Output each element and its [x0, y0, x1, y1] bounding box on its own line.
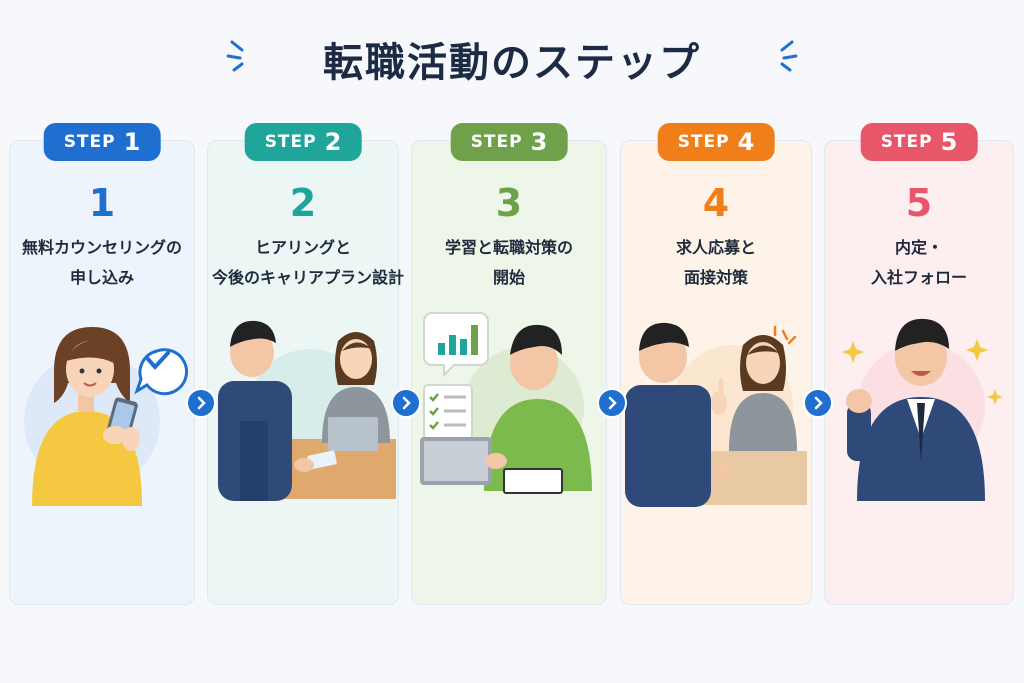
step-badge-label: STEP: [677, 132, 730, 152]
step-badge-5: STEP 5: [860, 123, 978, 161]
step-description-line2: 入社フォロー: [870, 268, 967, 287]
step-description-line1: 内定・: [894, 238, 943, 257]
chevron-right-icon: [608, 396, 617, 410]
step-badge-1: STEP 1: [43, 123, 161, 161]
step-number: 5: [905, 181, 933, 225]
chevron-right-icon: [814, 396, 823, 410]
step-card-1: STEP 1 1 無料カウンセリングの 申し込み: [9, 123, 195, 605]
step-card-2: STEP 2 2 ヒアリングと 今後のキャリアプラン設計: [207, 123, 405, 605]
connector-arrow-3: [597, 388, 627, 418]
sparkle-icon: [966, 339, 988, 361]
step-description-line2: 面接対策: [683, 268, 748, 287]
connector-arrow-1: [186, 388, 216, 418]
interview-practice-illustration: [625, 322, 807, 507]
checklist-icon: [423, 384, 473, 440]
accent-lines-left-icon: [226, 40, 244, 72]
chevron-right-icon: [402, 396, 411, 410]
accent-lines-right-icon: [780, 40, 798, 72]
step-badge-number: 2: [324, 128, 342, 156]
celebrating-businessman-illustration: [842, 318, 1003, 501]
step-card-3: STEP 3 3 学習と転職対策の 開始: [411, 123, 607, 605]
step-number: 1: [88, 181, 116, 225]
step-badge-3: STEP 3: [450, 123, 568, 161]
step-badge-number: 1: [123, 128, 141, 156]
step-number: 2: [289, 181, 317, 225]
page-title: 転職活動のステップ: [323, 40, 701, 86]
step-number: 3: [495, 181, 523, 225]
step-description-line1: 学習と転職対策の: [444, 238, 573, 257]
sparkle-icon: [842, 341, 864, 363]
step-badge-2: STEP 2: [244, 123, 362, 161]
connector-arrow-4: [803, 388, 833, 418]
step-description-line2: 申し込み: [69, 268, 134, 287]
bar-chart-bubble-icon: [423, 312, 489, 378]
woman-with-smartphone-illustration: [24, 327, 189, 506]
step-description: 学習と転職対策の 開始: [416, 233, 602, 293]
step-badge-label: STEP: [470, 132, 523, 152]
step-description-line2: 開始: [492, 268, 525, 287]
step-card-4: STEP 4 4 求人応募と 面接対策: [620, 123, 812, 605]
step-badge-label: STEP: [63, 132, 116, 152]
checkmark-bubble-icon: [134, 348, 189, 396]
step-description: 無料カウンセリングの 申し込み: [14, 233, 190, 293]
sparkle-icon: [987, 389, 1003, 405]
connector-arrow-2: [391, 388, 421, 418]
step-description-line1: ヒアリングと: [254, 238, 351, 257]
step-badge-label: STEP: [880, 132, 933, 152]
step-description-line2: 今後のキャリアプラン設計: [212, 268, 405, 287]
step-description-line1: 無料カウンセリングの: [21, 238, 182, 257]
step-description: 内定・ 入社フォロー: [829, 233, 1009, 293]
step-badge-number: 4: [737, 128, 755, 156]
step-badge-number: 3: [530, 128, 548, 156]
step-description-line1: 求人応募と: [675, 238, 756, 257]
chevron-right-icon: [197, 396, 206, 410]
step-number: 4: [702, 181, 730, 225]
step-description: 求人応募と 面接対策: [625, 233, 807, 293]
step-card-5: STEP 5 5 内定・ 入社フォロー: [824, 123, 1014, 605]
step-badge-4: STEP 4: [657, 123, 775, 161]
step-description: ヒアリングと 今後のキャリアプラン設計: [212, 233, 405, 293]
step-badge-number: 5: [940, 128, 958, 156]
studying-illustration: [420, 312, 592, 494]
step-badge-label: STEP: [264, 132, 317, 152]
counseling-meeting-illustration: [218, 320, 396, 501]
